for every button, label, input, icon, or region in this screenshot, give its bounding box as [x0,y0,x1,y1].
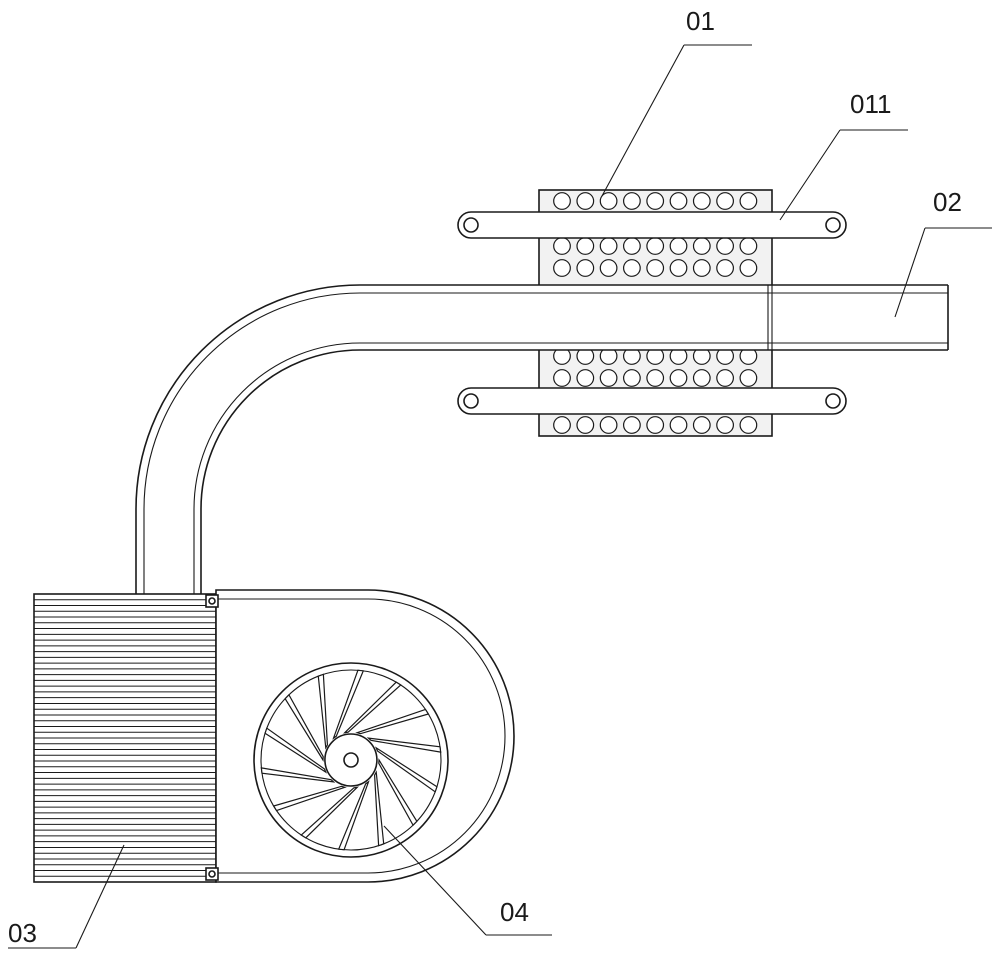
absorber-hole [553,237,571,255]
absorber-hole [599,237,618,255]
heat-pipe [135,284,949,594]
absorber-hole [716,237,734,255]
clamp-bar-bottom [457,387,847,415]
absorber-hole [599,259,618,277]
absorber-hole [692,369,711,387]
fan-blade [260,767,336,783]
fan-blade [355,708,430,735]
absorber-hole [669,259,688,277]
absorber-hole [576,369,595,387]
absorber-hole [739,416,758,434]
absorber-hole [692,416,711,434]
fan-impeller [253,662,449,858]
fan-blade [374,746,438,793]
absorber-hole [716,259,734,277]
absorber-hole [576,259,595,277]
absorber-hole [646,237,665,255]
label-011: 011 [850,89,891,119]
fan-blade [373,770,385,847]
label-04: 04 [500,897,529,927]
leader-011 [779,129,841,221]
leader-02 [894,227,926,318]
absorber-hole [623,237,641,255]
absorber-hole [692,192,711,210]
clamp-bar-top [457,211,847,239]
absorber-hole [599,416,618,434]
fan-blades [260,669,442,851]
absorber-hole [716,192,734,210]
fin-stack [33,593,217,883]
fan-blade [317,673,329,750]
absorber-hole [669,192,688,210]
absorber-hole [576,416,595,434]
absorber-hole [716,369,734,387]
fan-blade [337,780,370,851]
absorber-holes [553,192,758,434]
absorber-hole [646,369,665,387]
absorber-hole [576,237,595,255]
fan-blade [272,785,347,812]
absorber-hole [669,237,688,255]
fan-blade [342,681,402,734]
absorber-hole [623,416,641,434]
label-01: 01 [686,6,715,36]
absorber-hole [646,416,665,434]
absorber-hole [623,259,641,277]
label-03: 03 [8,918,37,948]
absorber-hole [553,259,571,277]
absorber-hole [669,416,688,434]
heat-pipe-fill [136,285,948,594]
label-02: 02 [933,187,962,217]
absorber-hole [553,369,571,387]
absorber-hole [553,192,571,210]
absorber-hole [716,416,734,434]
absorber-hole [576,192,595,210]
absorber-hole [739,369,758,387]
absorber-hole [669,369,688,387]
fan-blade [300,786,360,839]
absorber-hole [599,192,618,210]
absorber-hole [646,259,665,277]
leader-04 [383,825,487,936]
absorber-hole [692,259,711,277]
absorber-hole [599,369,618,387]
fan-blade [284,693,324,762]
leader-lines [8,44,992,949]
leader-01 [601,44,685,197]
fan-blade [366,737,442,753]
absorber-hole [553,416,571,434]
leader-03 [75,844,125,949]
absorber-hole [646,192,665,210]
fan-blade [378,758,418,827]
fin-lines [34,599,216,877]
absorber-hole [692,237,711,255]
fan-blade [264,727,328,774]
absorber-hole [739,259,758,277]
absorber-hole [739,192,758,210]
absorber-hole [623,369,641,387]
fan-blade [332,669,365,740]
absorber-hole [623,192,641,210]
absorber-hole [739,237,758,255]
